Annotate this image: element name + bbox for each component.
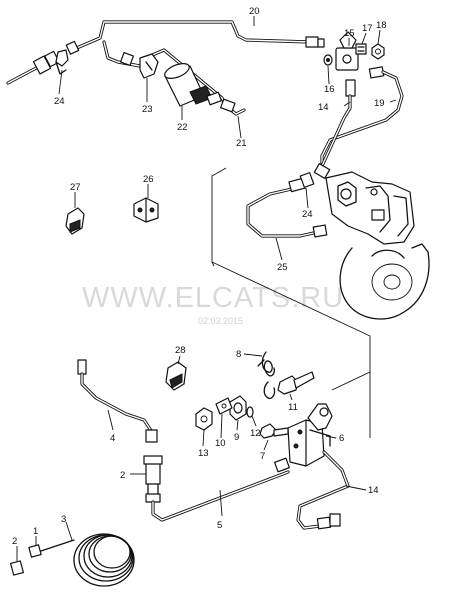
washer-12[interactable] xyxy=(246,406,254,418)
callout-13: 13 xyxy=(198,448,209,459)
brake-line-21[interactable] xyxy=(102,40,246,116)
callout-3: 3 xyxy=(61,514,66,525)
union-1[interactable] xyxy=(28,544,42,558)
callout-4: 4 xyxy=(110,433,115,444)
callout-27: 27 xyxy=(70,182,81,193)
brake-disc xyxy=(339,243,430,320)
brake-pipe-coil-3[interactable] xyxy=(37,533,135,587)
callout-16: 16 xyxy=(324,84,335,95)
callout-17: 17 xyxy=(362,23,373,34)
union-2-upper[interactable] xyxy=(143,455,163,503)
union-2-lower[interactable] xyxy=(10,560,24,576)
hose-connector-left[interactable] xyxy=(6,49,69,85)
brake-caliper[interactable] xyxy=(325,171,415,245)
brake-line-20[interactable] xyxy=(65,20,325,55)
callout-23: 23 xyxy=(142,104,153,115)
brake-line-4[interactable] xyxy=(77,359,158,443)
brake-line-5[interactable] xyxy=(151,457,290,522)
callout-24-lower: 24 xyxy=(302,209,313,220)
watermark-site: WWW.ELCATS.RU xyxy=(82,282,344,314)
callout-10: 10 xyxy=(215,438,226,449)
nut-13[interactable] xyxy=(195,407,213,431)
callout-14-upper: 14 xyxy=(318,102,329,113)
callout-7: 7 xyxy=(260,451,265,462)
filter-22[interactable] xyxy=(163,61,222,107)
callout-14-lower: 14 xyxy=(368,485,379,496)
assembly-outline xyxy=(211,167,371,438)
union-9[interactable] xyxy=(229,395,247,421)
callout-12: 12 xyxy=(250,428,261,439)
bolt-11[interactable] xyxy=(277,371,315,395)
return-spring-8[interactable] xyxy=(257,351,276,400)
callout-6: 6 xyxy=(339,433,344,444)
clip-27[interactable] xyxy=(65,207,85,235)
clip-28[interactable] xyxy=(165,361,187,391)
sleeve-10[interactable] xyxy=(215,397,233,415)
callout-2-upper: 2 xyxy=(120,470,125,481)
watermark-date: 02.03.2015 xyxy=(198,316,243,326)
clamp-26[interactable] xyxy=(133,197,159,223)
callout-28: 28 xyxy=(175,345,186,356)
callout-9: 9 xyxy=(234,432,239,443)
leader-lines xyxy=(16,16,397,562)
callout-20: 20 xyxy=(249,6,260,17)
clip-23[interactable] xyxy=(139,53,159,79)
callout-18: 18 xyxy=(376,20,387,31)
callout-25: 25 xyxy=(277,262,288,273)
callout-21: 21 xyxy=(236,138,247,149)
callout-15: 15 xyxy=(344,28,355,39)
brake-line-14-lower[interactable] xyxy=(296,450,350,530)
brake-line-19[interactable] xyxy=(320,66,404,172)
brake-tee-15[interactable] xyxy=(335,31,359,71)
callout-24-upper: 24 xyxy=(54,96,65,107)
washer-16[interactable] xyxy=(323,54,333,66)
pressure-regulator-6[interactable] xyxy=(287,403,333,467)
callout-19: 19 xyxy=(374,98,385,109)
bolt-17[interactable] xyxy=(355,43,367,55)
callout-1: 1 xyxy=(33,526,38,537)
bolt-7[interactable] xyxy=(259,423,289,439)
callout-2-lower: 2 xyxy=(12,536,17,547)
callout-8: 8 xyxy=(236,349,241,360)
nut-18[interactable] xyxy=(371,43,385,60)
callout-labels: 20 15 17 18 16 14 19 24 23 22 21 27 26 2… xyxy=(12,6,387,547)
callout-26: 26 xyxy=(143,174,154,185)
callout-22: 22 xyxy=(177,122,188,133)
callout-11: 11 xyxy=(288,402,298,413)
brake-hose-25[interactable] xyxy=(246,172,328,238)
callout-5: 5 xyxy=(217,520,222,531)
